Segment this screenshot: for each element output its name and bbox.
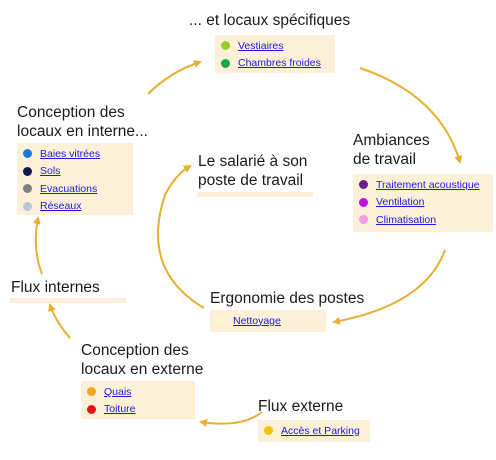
link-acces-parking[interactable]: Accès et Parking xyxy=(281,424,360,437)
link-nettoyage[interactable]: Nettoyage xyxy=(233,314,281,327)
bullet-dot-icon xyxy=(23,166,32,176)
box-conception-interne: Baies vitrées Sols Evacuations Réseaux xyxy=(17,143,133,215)
node-title-locaux-specifiques: ... et locaux spécifiques xyxy=(189,12,351,29)
node-title-ambiances-line1: Ambiances xyxy=(353,132,430,149)
list-item: Traitement acoustique xyxy=(359,176,487,194)
bullet-dot-icon xyxy=(216,316,225,326)
link-evacuations[interactable]: Evacuations xyxy=(40,182,98,195)
list-item: Nettoyage xyxy=(216,312,320,330)
list-item: Quais xyxy=(87,383,189,401)
box-ergonomie: Nettoyage xyxy=(210,310,326,332)
bullet-dot-icon xyxy=(359,197,368,207)
node-title-flux-externe: Flux externe xyxy=(258,398,344,415)
bullet-dot-icon xyxy=(23,184,32,194)
link-toiture[interactable]: Toiture xyxy=(104,403,136,416)
node-title-conception-externe-line2: locaux en externe xyxy=(81,361,204,378)
list-item: Réseaux xyxy=(23,198,127,216)
link-ventilation[interactable]: Ventilation xyxy=(376,196,425,209)
box-conception-externe: Quais Toiture xyxy=(81,381,195,419)
bullet-dot-icon xyxy=(23,201,32,211)
link-quais[interactable]: Quais xyxy=(104,385,132,398)
box-ambiances: Traitement acoustique Ventilation Climat… xyxy=(353,174,493,232)
arrow-flux-internes-to-conception-interne xyxy=(32,216,43,275)
list-item: Chambres froides xyxy=(221,55,329,73)
box-flux-externe: Accès et Parking xyxy=(258,420,370,442)
node-title-salarie-line1: Le salarié à son xyxy=(198,153,308,170)
node-title-ambiances-line2: de travail xyxy=(353,151,416,168)
list-item: Toiture xyxy=(87,401,189,419)
link-vestiaires[interactable]: Vestiaires xyxy=(238,39,284,52)
arrow-flux-externe-to-conception-externe xyxy=(199,411,263,427)
bullet-dot-icon xyxy=(87,387,96,397)
arrow-specifiques-to-ambiances xyxy=(359,67,463,164)
bullet-dot-icon xyxy=(221,58,230,68)
link-chambres-froides[interactable]: Chambres froides xyxy=(238,57,321,70)
box-locaux-specifiques: Vestiaires Chambres froides xyxy=(215,35,335,73)
list-item: Baies vitrées xyxy=(23,145,127,163)
list-item: Ventilation xyxy=(359,194,487,212)
node-title-ergonomie: Ergonomie des postes xyxy=(210,290,365,307)
node-title-conception-externe-line1: Conception des xyxy=(81,342,189,359)
list-item: Accès et Parking xyxy=(264,422,364,440)
bullet-dot-icon xyxy=(23,149,32,159)
arrow-ergonomie-to-salarie xyxy=(157,164,205,309)
bullet-dot-icon xyxy=(359,215,368,225)
bullet-dot-icon xyxy=(221,41,230,51)
link-climatisation[interactable]: Climatisation xyxy=(376,213,437,226)
bullet-dot-icon xyxy=(264,426,273,436)
node-title-flux-internes: Flux internes xyxy=(11,279,100,296)
title-underline xyxy=(197,192,313,197)
node-title-salarie-line2: poste de travail xyxy=(198,172,304,189)
list-item: Climatisation xyxy=(359,211,487,229)
node-title-conception-interne-line1: Conception des xyxy=(17,104,125,121)
bullet-dot-icon xyxy=(359,180,368,190)
link-sols[interactable]: Sols xyxy=(40,165,61,178)
arrow-conception-externe-to-flux-internes xyxy=(48,303,71,339)
arrow-interne-to-specifiques xyxy=(147,60,202,95)
title-underline xyxy=(10,298,126,303)
link-baies-vitrees[interactable]: Baies vitrées xyxy=(40,147,101,160)
list-item: Sols xyxy=(23,163,127,181)
list-item: Evacuations xyxy=(23,180,127,198)
node-title-conception-interne-line2: locaux en interne... xyxy=(17,123,148,140)
arrow-ambiances-to-ergonomie xyxy=(332,249,446,325)
link-traitement-acoustique[interactable]: Traitement acoustique xyxy=(376,178,480,191)
list-item: Vestiaires xyxy=(221,37,329,55)
link-reseaux[interactable]: Réseaux xyxy=(40,200,82,213)
bullet-dot-icon xyxy=(87,404,96,414)
